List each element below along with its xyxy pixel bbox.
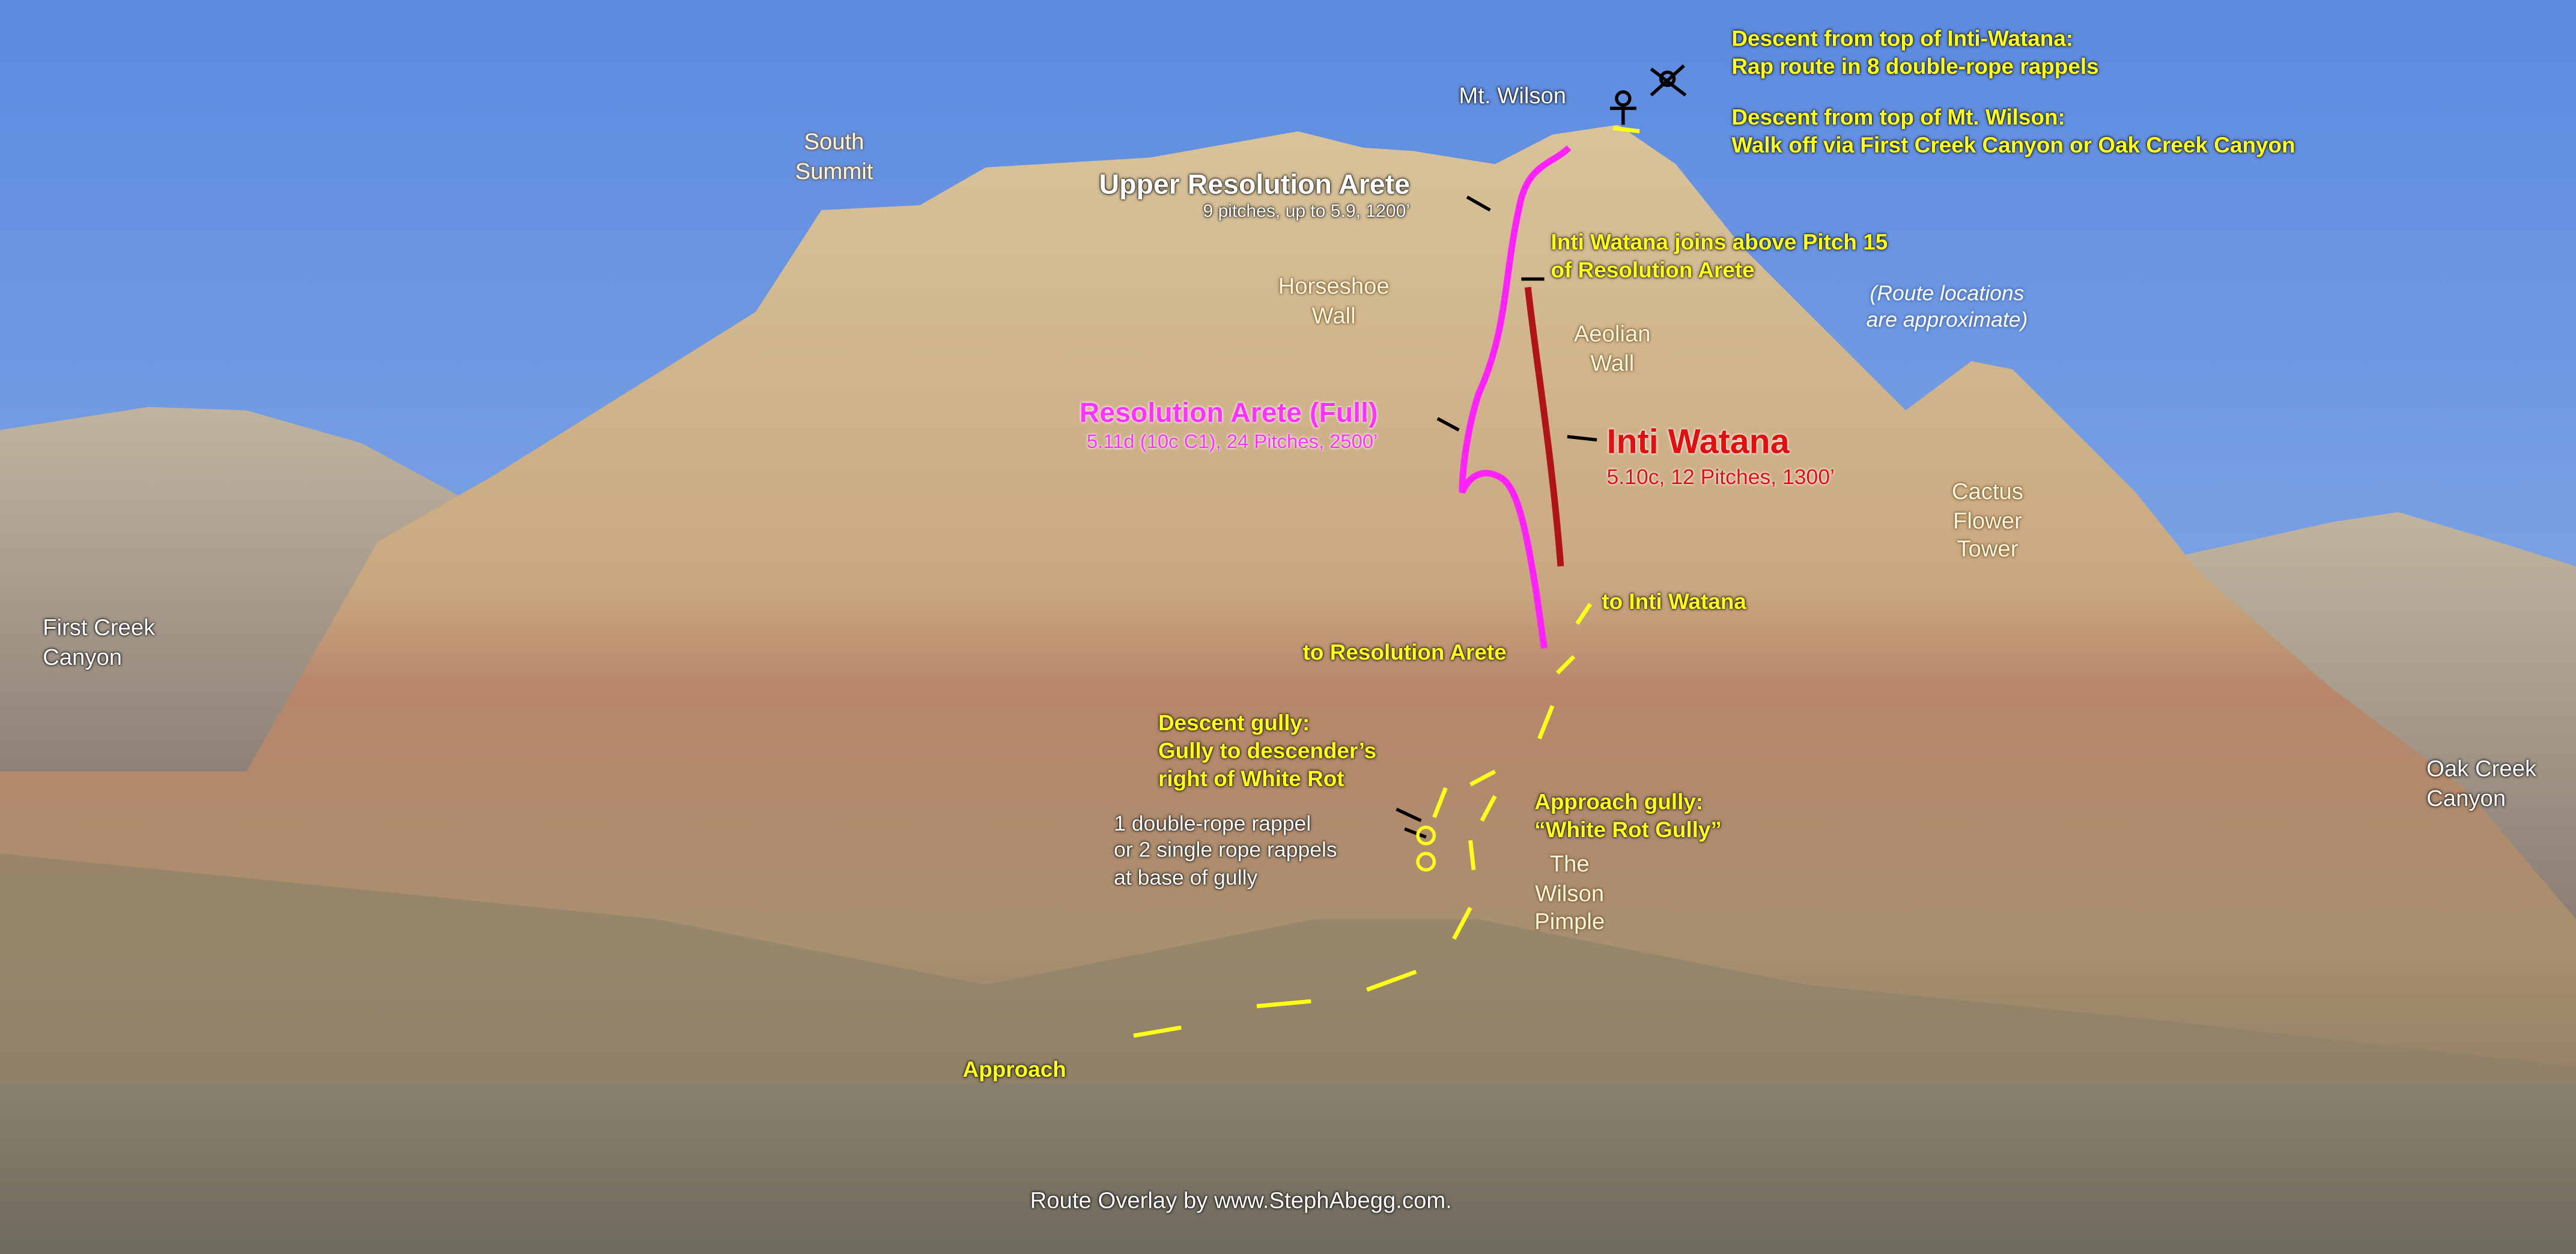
resolution-arete-route bbox=[1459, 145, 1572, 649]
label-line: “White Rot Gully” bbox=[1534, 817, 1722, 842]
label-line: Tower bbox=[1957, 535, 2019, 562]
label-line: or 2 single rope rappels bbox=[1114, 837, 1337, 862]
label-line: 1 double-rope rappel bbox=[1114, 811, 1311, 836]
label-to-inti-watana: to Inti Watana bbox=[1602, 589, 1746, 614]
label-line: Rap route in 8 double-rope rappels bbox=[1731, 53, 2099, 79]
label-descent-wilson: Descent from top of Mt. Wilson: Walk off … bbox=[1731, 105, 2295, 160]
credit-text: Route Overlay by www.StephAbegg.com. bbox=[1030, 1186, 1452, 1213]
label-inti-watana: Inti Watana 5.10c, 12 Pitches, 1300’ bbox=[1607, 422, 1835, 491]
route-details: 5.11d (10c C1), 24 Pitches, 2500’ bbox=[1086, 430, 1378, 453]
yellow-arrows bbox=[1133, 126, 1640, 1038]
label-descent-gully: Descent gully:Gully to descender’s right … bbox=[1158, 710, 1376, 793]
route-name: Resolution Arete (Full) bbox=[1079, 397, 1378, 429]
label-line: Pimple bbox=[1534, 907, 1605, 934]
label-line: (Route locations bbox=[1870, 280, 2025, 306]
route-name: Upper Resolution Arete bbox=[1099, 169, 1411, 201]
route-name: Inti Watana bbox=[1606, 423, 1790, 461]
desert-floor bbox=[0, 1083, 2576, 1254]
label-line: Gully to descender’s bbox=[1158, 738, 1377, 763]
label-line: First Creek bbox=[43, 614, 156, 640]
label-resolution-arete-full: Resolution Arete (Full)5.11d (10c C1), 2… bbox=[1080, 396, 1378, 455]
label-approach-gully: Approach gully: “White Rot Gully” bbox=[1534, 790, 1722, 845]
label-line: of Resolution Arete bbox=[1551, 257, 1755, 282]
label-line: The bbox=[1549, 850, 1590, 877]
label-line: at base of gully bbox=[1114, 864, 1258, 889]
label-line: Descent from top of Mt. Wilson: bbox=[1731, 104, 2065, 130]
label-approach: Approach bbox=[962, 1057, 1066, 1082]
annotation-arrows bbox=[1396, 195, 1597, 839]
route-details: 5.10c, 12 Pitches, 1300’ bbox=[1606, 465, 1835, 490]
route-details: 9 pitches, up to 5.9, 1200’ bbox=[1203, 202, 1411, 222]
label-line: are approximate) bbox=[1866, 307, 2028, 332]
label-line: Approach gully: bbox=[1534, 789, 1704, 814]
label-line: Descent gully: bbox=[1158, 710, 1310, 736]
label-line: Descent from top of Inti-Watana: bbox=[1731, 26, 2074, 51]
label-line: Inti Watana joins above Pitch 15 bbox=[1551, 229, 1888, 255]
label-line: Wall bbox=[1311, 301, 1356, 328]
label-line: Canyon bbox=[43, 642, 123, 669]
label-line: Horseshoe bbox=[1278, 272, 1390, 299]
label-line: right of White Rot bbox=[1158, 766, 1344, 791]
label-line: Summit bbox=[795, 157, 873, 183]
climber-figures bbox=[1610, 64, 1687, 125]
label-line: Flower bbox=[1952, 506, 2022, 533]
label-line: Walk off via First Creek Canyon or Oak C… bbox=[1731, 133, 2295, 158]
label-line: Canyon bbox=[2426, 784, 2506, 810]
lower-slopes bbox=[0, 853, 2576, 1150]
label-to-resolution-arete: to Resolution Arete bbox=[1302, 640, 1507, 665]
label-line: Oak Creek bbox=[2426, 755, 2537, 781]
label-line: Wilson bbox=[1535, 879, 1605, 906]
mt-wilson-massif bbox=[0, 124, 2576, 1150]
label-line: South bbox=[804, 128, 864, 154]
label-line: Cactus bbox=[1951, 477, 2023, 504]
label-mt-wilson: Mt. Wilson bbox=[1459, 82, 1567, 109]
inti-watana-route bbox=[1524, 286, 1564, 567]
label-descent-inti: Descent from top of Inti-Watana:Rap rout… bbox=[1731, 26, 2098, 82]
label-line: Wall bbox=[1590, 348, 1635, 375]
rappel-anchor-circles bbox=[1416, 825, 1436, 872]
label-line: Aeolian bbox=[1573, 320, 1651, 347]
